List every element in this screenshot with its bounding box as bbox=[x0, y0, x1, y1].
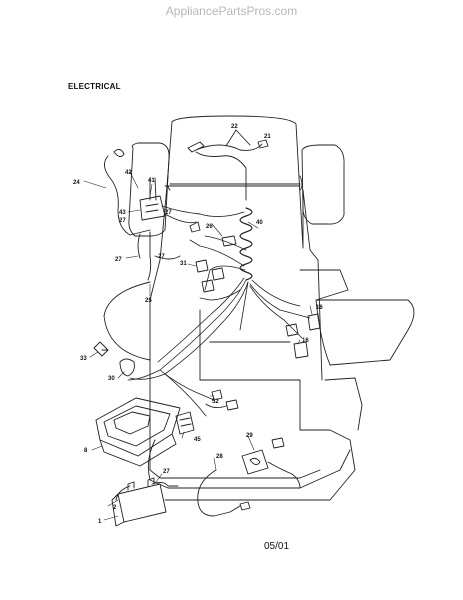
connectors-middle bbox=[189, 221, 237, 293]
battery bbox=[111, 477, 179, 527]
watermark: AppliancePartsPros.com bbox=[165, 4, 298, 18]
callout-27: 27 bbox=[163, 469, 170, 475]
leader-lines bbox=[83, 171, 313, 521]
right-wheel bbox=[301, 144, 345, 225]
part-29-assembly bbox=[241, 437, 301, 489]
part-45-box bbox=[175, 411, 195, 435]
callout-41: 41 bbox=[148, 178, 155, 184]
date-code: 05/01 bbox=[264, 541, 290, 552]
callout-25: 25 bbox=[145, 298, 152, 304]
callout-16: 16 bbox=[316, 305, 323, 311]
callout-27: 27 bbox=[165, 210, 172, 216]
callout-27: 27 bbox=[158, 254, 165, 260]
callout-33: 33 bbox=[80, 356, 87, 362]
upper-left-harness bbox=[104, 149, 245, 281]
callout-43: 43 bbox=[119, 210, 126, 216]
rear-bar bbox=[166, 175, 303, 191]
callout-30: 30 bbox=[108, 376, 115, 382]
callout-2: 2 bbox=[113, 505, 117, 511]
callout-27: 27 bbox=[119, 218, 126, 224]
callout-8: 8 bbox=[84, 448, 88, 454]
harness-bundle bbox=[127, 235, 311, 417]
callout-16: 16 bbox=[302, 338, 309, 344]
main-harness-coil bbox=[239, 207, 253, 281]
part-33 bbox=[93, 341, 109, 357]
callout-29: 29 bbox=[246, 433, 253, 439]
callout-45: 45 bbox=[194, 437, 201, 443]
battery-tray bbox=[95, 397, 181, 467]
callout-28: 28 bbox=[216, 454, 223, 460]
callout-52: 52 bbox=[212, 399, 219, 405]
callout-24: 24 bbox=[73, 180, 80, 186]
switches-right bbox=[285, 313, 321, 359]
callout-42: 42 bbox=[125, 170, 132, 176]
callout-1: 1 bbox=[98, 519, 102, 525]
part-30-connector bbox=[119, 358, 135, 377]
callout-21: 21 bbox=[264, 134, 271, 140]
part-52-connectors bbox=[205, 389, 239, 411]
light-harness bbox=[187, 129, 269, 201]
callout-labels: 22 21 24 42 41 43 27 27 27 27 40 26 31 2… bbox=[73, 124, 323, 525]
left-wheel bbox=[128, 142, 170, 237]
callout-22: 22 bbox=[231, 124, 238, 130]
callout-40: 40 bbox=[256, 220, 263, 226]
callout-31: 31 bbox=[180, 261, 187, 267]
page-title: ELECTRICAL bbox=[68, 82, 121, 91]
chassis-outline bbox=[103, 115, 415, 501]
callout-26: 26 bbox=[206, 224, 213, 230]
cable-28 bbox=[197, 469, 241, 517]
callout-27: 27 bbox=[115, 257, 122, 263]
